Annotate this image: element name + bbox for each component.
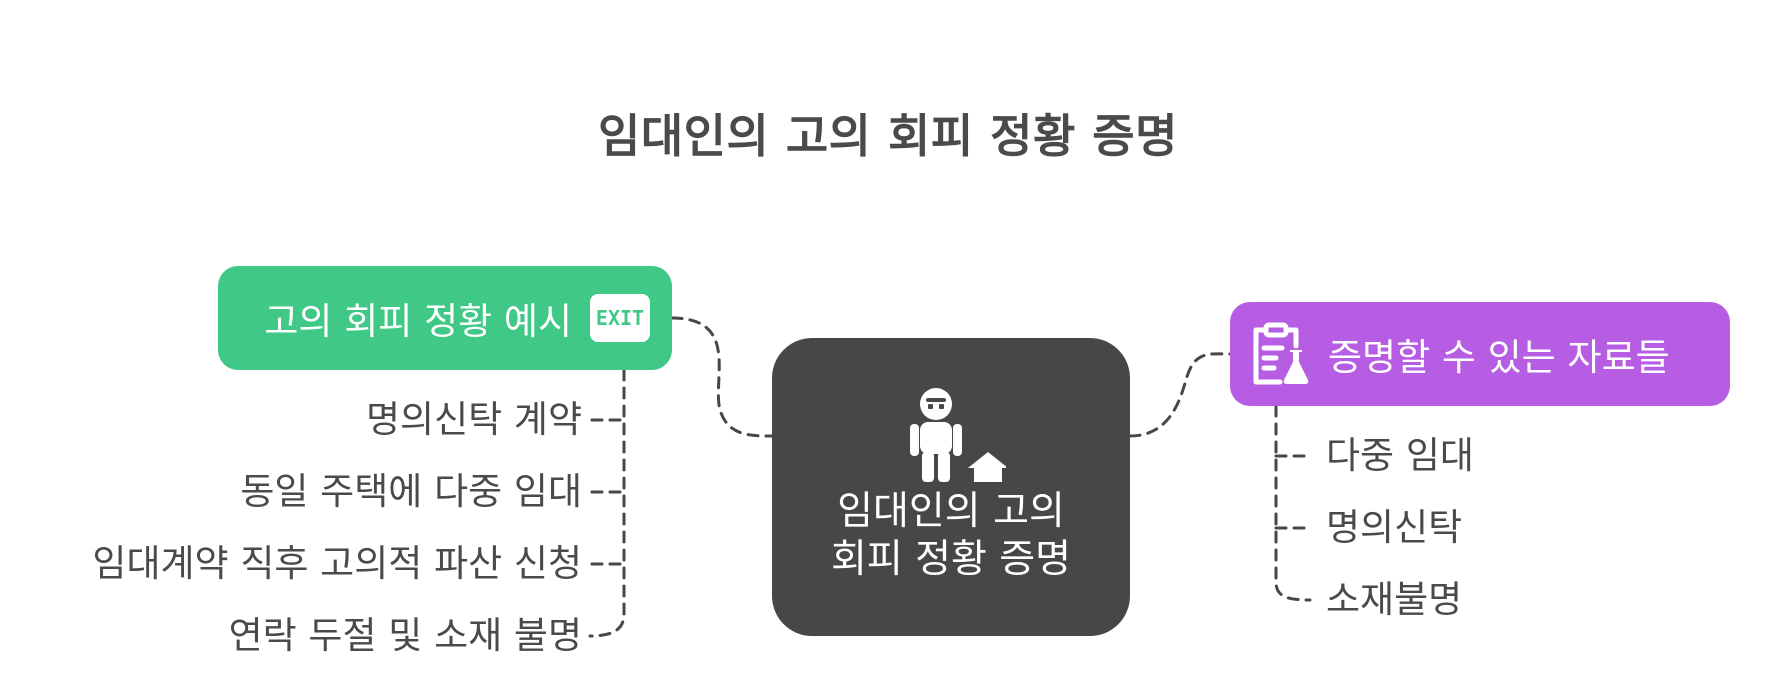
connector-right-trunk [1274, 404, 1312, 602]
left-branch-label: 고의 회피 정황 예시 [264, 300, 572, 343]
center-label-line-2: 회피 정황 증명 [830, 537, 1072, 582]
right-leaf-3: 소재불명 [1326, 578, 1463, 621]
connector-center-right [1128, 352, 1232, 438]
left-leaf-3: 임대계약 직후 고의적 파산 신청 [92, 542, 582, 585]
center-node: 임대인의 고의 회피 정황 증명 [772, 338, 1130, 636]
left-branch-node: 고의 회피 정황 예시 EXIT [218, 266, 672, 370]
right-leaf-2: 명의신탁 [1326, 506, 1463, 549]
right-branch-node: 증명할 수 있는 자료들 [1230, 302, 1730, 406]
exit-sign-icon: EXIT [590, 294, 650, 342]
right-leaf-1: 다중 임대 [1326, 434, 1474, 477]
center-label-line-1: 임대인의 고의 [837, 489, 1065, 534]
person-with-house-icon [910, 388, 1006, 482]
clipboard-flask-icon [1253, 322, 1309, 385]
center-label: 임대인의 고의 회피 정황 증명 [772, 488, 1130, 584]
left-leaf-4: 연락 두절 및 소재 불명 [228, 614, 582, 657]
connector-left-trunk [588, 368, 626, 638]
right-branch-label: 증명할 수 있는 자료들 [1328, 336, 1670, 379]
left-leaf-1: 명의신탁 계약 [365, 398, 582, 441]
diagram-title: 임대인의 고의 회피 정황 증명 [598, 109, 1178, 163]
left-leaf-2: 동일 주택에 다중 임대 [240, 470, 582, 513]
connector-left-center [670, 316, 774, 438]
